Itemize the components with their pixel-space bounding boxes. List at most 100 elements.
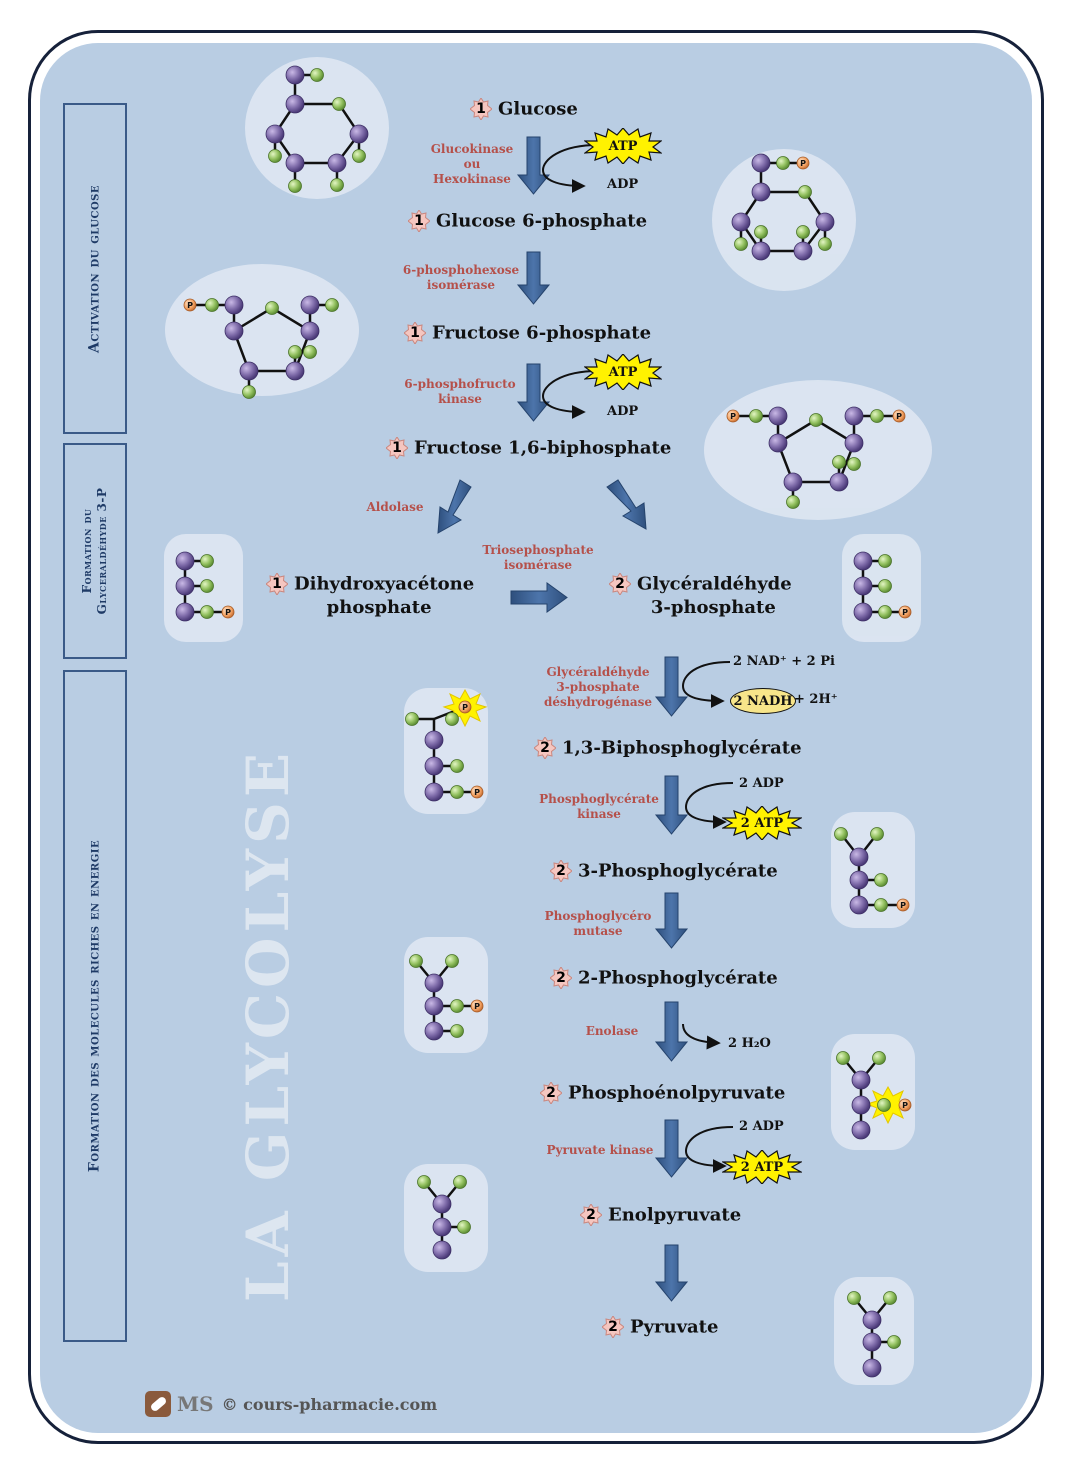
metabolite-phosphoenolpyruvate: 2 Phosphoénolpyruvate [540, 1082, 785, 1104]
stoichiometry-badge: 1 [408, 210, 430, 232]
atp-burst-2: ATP [582, 353, 664, 391]
phosphate-letter: P [902, 608, 908, 617]
atoms-phosphate [183, 156, 912, 1112]
metabolite-label: Glucose [498, 98, 578, 120]
enzyme-line: Hexokinase [433, 172, 511, 186]
enzyme-g3p-dehydrogenase: Glycéraldéhyde 3-phosphate déshydrogénas… [538, 665, 658, 710]
metabolite-glyceraldehyde-3-phosphate: 2 Glycéraldéhyde 3-phosphate [609, 573, 792, 618]
metabolite-label-line2: 3-phosphate [650, 597, 776, 618]
enzyme-line: ou [463, 157, 481, 171]
enzyme-line: 6-phosphofructo [404, 377, 516, 391]
metabolite-1-3-biphosphoglycerate: 2 1,3-Biphosphoglycérate [534, 737, 802, 759]
metabolite-label-line2: phosphate [326, 597, 432, 618]
atp-burst-3: 2 ATP [720, 805, 804, 841]
atp-label: ATP [608, 364, 638, 380]
enzyme-aldolase: Aldolase [360, 500, 430, 515]
enzyme-hexokinase: Glucokinase ou Hexokinase [420, 142, 524, 187]
cofactor-curves [541, 144, 734, 1173]
stoichiometry-badge: 2 [609, 573, 631, 595]
enzyme-line: Glycéraldéhyde [546, 665, 650, 679]
metabolite-enolpyruvate: 2 Enolpyruvate [580, 1204, 741, 1226]
phosphate-letter: P [896, 412, 902, 421]
enzyme-line: Enolase [585, 1024, 639, 1038]
metabolite-fructose-1-6-biphosphate: 1 Fructose 1,6-biphosphate [386, 437, 671, 459]
adp-label-3: 2 ADP [739, 776, 784, 791]
enzyme-line: Aldolase [366, 500, 424, 514]
enzyme-line: kinase [438, 392, 482, 406]
pill-logo-icon [145, 1391, 171, 1417]
enzyme-line: isomérase [426, 278, 496, 292]
enzyme-line: Phosphoglycérate [539, 792, 659, 806]
stoichiometry-badge: 1 [470, 98, 492, 120]
metabolite-label: Pyruvate [630, 1316, 719, 1338]
stoichiometry-badge: 2 [580, 1204, 602, 1226]
adp-label-1: ADP [607, 177, 639, 192]
phase-formation-g3p: Formation du Glyceraldéhyde 3-P [63, 443, 127, 659]
nadh-label: 2 NADH [733, 693, 793, 709]
metabolite-label: Fructose 6-phosphate [432, 322, 652, 344]
enzyme-line: Triosephosphate [482, 543, 594, 557]
enzyme-line: Phosphoglycéro [544, 909, 652, 923]
metabolite-label-line1: Glycéraldéhyde [637, 573, 792, 595]
enzyme-phosphofructokinase: 6-phosphofructo kinase [400, 377, 520, 407]
metabolite-label: Phosphoénolpyruvate [568, 1082, 786, 1104]
metabolite-pyruvate: 2 Pyruvate [602, 1316, 718, 1338]
footer-site[interactable]: © cours-pharmacie.com [221, 1394, 438, 1414]
adp-label-4: 2 ADP [739, 1119, 784, 1134]
stoichiometry-badge: 1 [386, 437, 408, 459]
metabolite-3-phosphoglycerate: 2 3-Phosphoglycérate [550, 860, 778, 882]
footer: MS © cours-pharmacie.com [145, 1389, 437, 1419]
proton-label: + 2H⁺ [794, 692, 838, 707]
atoms-purple [175, 65, 882, 1378]
metabolite-label: Glucose 6-phosphate [436, 210, 648, 232]
metabolite-label: Enolpyruvate [608, 1204, 742, 1226]
atp-burst-1: ATP [582, 127, 664, 165]
enzyme-line: Pyruvate kinase [546, 1143, 654, 1157]
stoichiometry-badge: 2 [550, 967, 572, 989]
phosphate-letter: P [187, 301, 193, 310]
metabolite-label: 1,3-Biphosphoglycérate [562, 737, 802, 759]
nad-label: 2 NAD⁺ + 2 Pi [733, 654, 835, 669]
molecule-bubbles [164, 57, 932, 1385]
enzyme-line: déshydrogénase [543, 695, 653, 709]
stoichiometry-badge: 2 [540, 1082, 562, 1104]
metabolite-fructose-6-phosphate: 1 Fructose 6-phosphate [404, 322, 651, 344]
metabolite-2-phosphoglycerate: 2 2-Phosphoglycérate [550, 967, 778, 989]
atoms-green [200, 68, 901, 1349]
phase-energy: Formation des molecules riches en energi… [63, 670, 127, 1342]
metabolite-dihydroxyacetone-phosphate: 1 Dihydroxyacétone phosphate [266, 573, 474, 618]
stoichiometry-badge: 2 [534, 737, 556, 759]
atp-label: ATP [608, 138, 638, 154]
enzyme-triosephosphate-isomerase: Triosephosphate isomérase [478, 543, 598, 573]
stoichiometry-badge: 1 [404, 322, 426, 344]
pathway-arrows [437, 136, 689, 1302]
phosphate-letter: P [474, 788, 480, 797]
enzyme-phosphoglycerate-kinase: Phosphoglycérate kinase [536, 792, 662, 822]
enzyme-line: 6-phosphohexose [402, 263, 520, 277]
stoichiometry-badge: 2 [550, 860, 572, 882]
phase-activation: Activation du glucose [63, 103, 127, 434]
phosphate-letter: P [474, 1002, 480, 1011]
metabolite-label: Fructose 1,6-biphosphate [414, 437, 672, 459]
enzyme-pyruvate-kinase: Pyruvate kinase [540, 1143, 660, 1158]
stoichiometry-badge: 1 [266, 573, 288, 595]
water-label: 2 H₂O [728, 1036, 771, 1051]
metabolite-label-line1: Dihydroxyacétone [294, 573, 475, 595]
stoichiometry-badge: 2 [602, 1316, 624, 1338]
phosphate-letter: P [225, 608, 231, 617]
phosphate-letter: P [730, 412, 736, 421]
phosphate-letter: P [462, 703, 468, 712]
adp-label-2: ADP [607, 404, 639, 419]
metabolite-label: 2-Phosphoglycérate [578, 967, 778, 989]
enzyme-phosphohexose-isomerase: 6-phosphohexose isomérase [398, 263, 524, 293]
enzyme-phosphoglycero-mutase: Phosphoglycéro mutase [538, 909, 658, 939]
nadh-oval: 2 NADH [730, 688, 796, 714]
metabolite-label: 3-Phosphoglycérate [578, 860, 778, 882]
enzyme-line: 3-phosphate [556, 680, 640, 694]
footer-logo: MS [177, 1392, 214, 1416]
phosphate-letter: P [900, 901, 906, 910]
phosphate-letter: P [800, 159, 806, 168]
enzyme-line: mutase [573, 924, 623, 938]
